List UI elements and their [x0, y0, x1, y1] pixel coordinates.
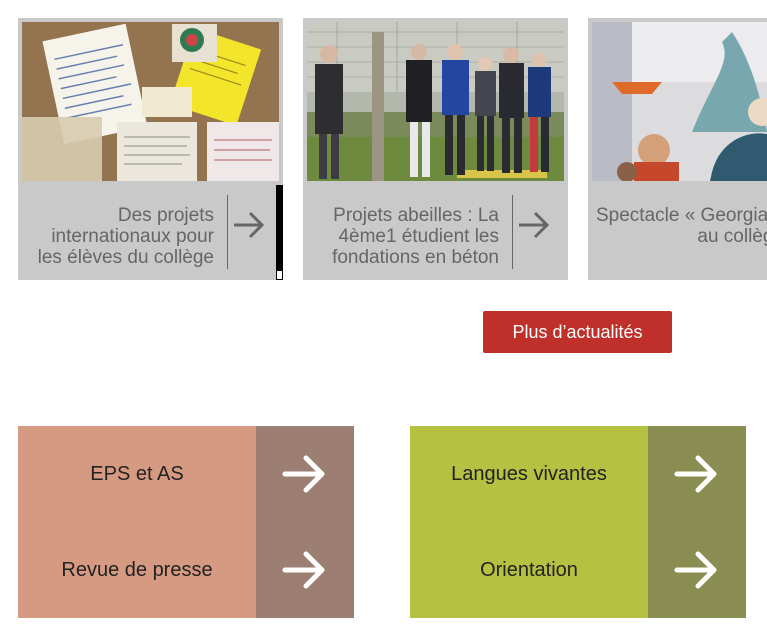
arrow-right-icon	[674, 551, 717, 589]
card-scrollbar[interactable]	[276, 185, 283, 280]
news-card-image-letters[interactable]	[22, 22, 279, 181]
news-card[interactable]: Spectacle « Georgia » au collège	[588, 18, 767, 280]
news-carousel: Des projets internationaux pour les élèv…	[0, 0, 767, 290]
arrow-right-icon[interactable]	[516, 209, 552, 241]
caption-divider	[512, 195, 513, 269]
news-card-title[interactable]: Projets abeilles : La 4ème1 étudient les…	[332, 205, 499, 268]
arrow-right-icon[interactable]	[231, 209, 267, 241]
news-card[interactable]: Des projets internationaux pour les élèv…	[18, 18, 283, 280]
news-card[interactable]: Projets abeilles : La 4ème1 étudient les…	[303, 18, 568, 280]
quick-links-tile: Langues vivantes Orientation	[410, 426, 746, 618]
quick-link-label: Orientation	[480, 559, 578, 581]
news-card-title[interactable]: Spectacle « Georgia » au collège	[595, 205, 767, 247]
quick-link-eps-as[interactable]: EPS et AS	[18, 426, 354, 522]
news-card-image-performance[interactable]	[592, 22, 767, 181]
more-news-button[interactable]: Plus d’actualités	[483, 311, 672, 353]
quick-link-label: EPS et AS	[90, 463, 184, 485]
caption-divider	[227, 195, 228, 269]
quick-links-tile: EPS et AS Revue de presse	[18, 426, 354, 618]
quick-link-revue-presse[interactable]: Revue de presse	[18, 522, 354, 618]
quick-link-label: Langues vivantes	[451, 463, 607, 485]
news-card-image-group[interactable]	[307, 22, 564, 181]
quick-link-label: Revue de presse	[61, 559, 213, 581]
arrow-right-icon	[282, 551, 325, 589]
arrow-right-icon	[674, 455, 717, 493]
quick-link-orientation[interactable]: Orientation	[410, 522, 746, 618]
arrow-right-icon	[282, 455, 325, 493]
quick-link-langues-vivantes[interactable]: Langues vivantes	[410, 426, 746, 522]
news-card-title[interactable]: Des projets internationaux pour les élèv…	[37, 205, 214, 268]
